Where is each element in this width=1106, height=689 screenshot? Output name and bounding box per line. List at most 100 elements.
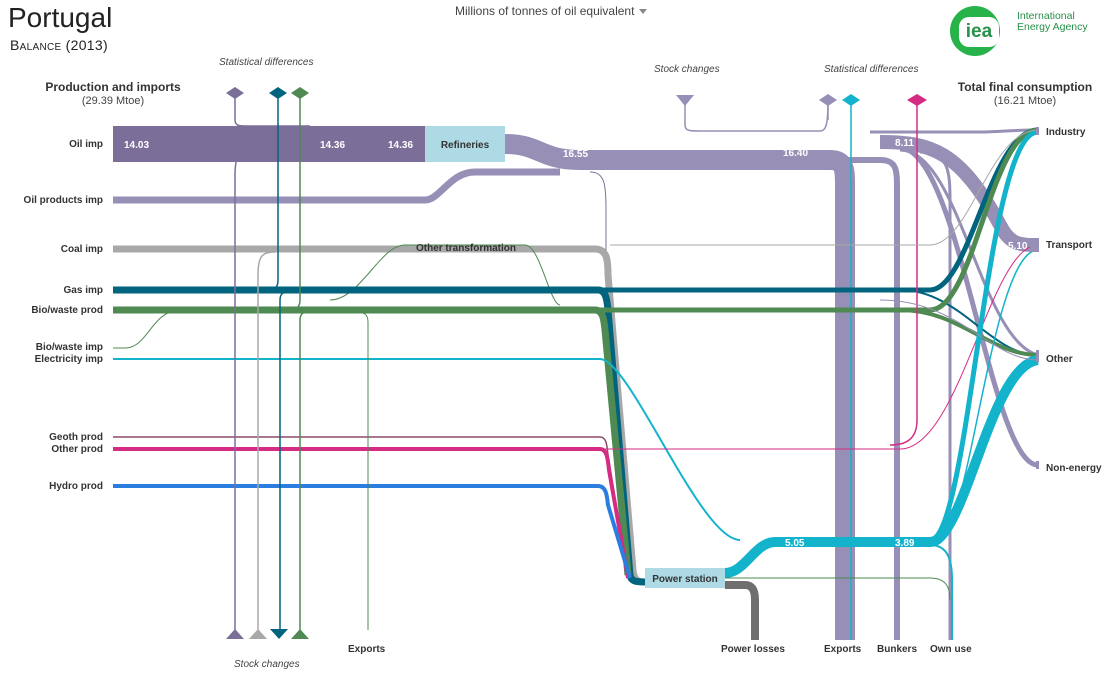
marker-stat-diff-oil[interactable] xyxy=(226,87,244,99)
value-to-bunkers: 8.11 xyxy=(895,138,914,149)
marker-stat-diff-gas[interactable] xyxy=(269,87,287,99)
marker-stock-oil-bottom[interactable] xyxy=(226,629,244,639)
value-oil-mid: 16.40 xyxy=(783,148,808,159)
value-elec-2: 3.89 xyxy=(895,538,915,549)
marker-stat-diff-right-oil[interactable] xyxy=(819,94,837,106)
marker-stock-coal-bottom[interactable] xyxy=(249,629,267,639)
sink-transport[interactable]: Transport xyxy=(1046,240,1093,251)
right-column-total: (16.21 Mtoe) xyxy=(993,95,1057,107)
source-bio-waste-prod[interactable]: Bio/waste prod xyxy=(31,305,103,316)
flow-other-prod-to-final[interactable] xyxy=(600,244,1039,450)
sink-bunkers[interactable]: Bunkers xyxy=(877,644,918,655)
source-bio-waste-imp[interactable]: Bio/waste imp xyxy=(35,342,103,353)
flow-gas-to-other[interactable] xyxy=(899,289,1039,356)
marker-stock-gas-bottom[interactable] xyxy=(270,629,288,639)
flow-bio-imp[interactable] xyxy=(113,311,171,349)
flow-other-transformation[interactable] xyxy=(329,244,561,306)
value-oil-imp-3: 14.36 xyxy=(388,140,413,151)
marker-stat-diff-right-elec[interactable] xyxy=(842,94,860,106)
sink-industry-bar[interactable] xyxy=(1036,127,1039,135)
logo-mark: iea xyxy=(959,17,999,47)
flow-power-to-exports[interactable] xyxy=(725,577,951,601)
flow-stock-oil-bottom[interactable] xyxy=(234,149,251,630)
flow-electricity-imp[interactable] xyxy=(113,358,741,541)
source-coal-imp[interactable]: Coal imp xyxy=(60,244,103,255)
page-subtitle: Balance (2013) xyxy=(10,37,108,53)
flow-bio-prod[interactable] xyxy=(113,306,632,576)
flow-thin-other[interactable] xyxy=(879,299,1039,361)
sink-exports-right[interactable]: Exports xyxy=(824,644,862,655)
flow-geoth-prod[interactable] xyxy=(113,436,629,579)
source-hydro-prod[interactable]: Hydro prod xyxy=(49,481,103,492)
flow-electricity-own-use[interactable] xyxy=(929,544,953,640)
flow-stock-gas-bottom[interactable] xyxy=(279,291,291,630)
flow-coal-to-industry[interactable] xyxy=(610,129,1039,246)
logo-name-line2: Energy Agency xyxy=(1017,21,1088,33)
marker-stat-diff-bio[interactable] xyxy=(291,87,309,99)
flow-refineries-out[interactable] xyxy=(504,134,855,640)
flow-oil-small-drop[interactable] xyxy=(589,171,607,250)
sink-other[interactable]: Other xyxy=(1046,354,1073,365)
iea-logo: iea International Energy Agency xyxy=(950,4,1100,56)
flow-stock-coal-bottom[interactable] xyxy=(257,251,276,630)
flow-hydro-prod[interactable] xyxy=(113,484,632,579)
left-column-title: Production and imports xyxy=(45,80,181,94)
sink-other-bar[interactable] xyxy=(1036,350,1039,362)
flow-electricity-to-transport[interactable] xyxy=(934,249,1039,546)
source-oil-imp[interactable]: Oil imp xyxy=(69,139,103,150)
source-gas-imp[interactable]: Gas imp xyxy=(63,285,103,296)
value-transport: 5.10 xyxy=(1008,241,1028,252)
source-electricity-imp[interactable]: Electricity imp xyxy=(34,354,103,365)
flow-exports-left[interactable] xyxy=(354,311,369,630)
node-refineries-label: Refineries xyxy=(441,140,490,151)
marker-stock-bio-bottom[interactable] xyxy=(291,629,309,639)
flow-oil-to-industry[interactable] xyxy=(870,128,1039,134)
flow-oil-to-bunkers[interactable] xyxy=(820,157,900,640)
annotation-stock-changes-top: Stock changes xyxy=(654,64,720,75)
flow-stock-bio-bottom[interactable] xyxy=(299,311,311,630)
node-power-station-label: Power station xyxy=(652,574,718,585)
flow-coal-imp[interactable] xyxy=(113,245,646,586)
flow-bio-to-other[interactable] xyxy=(899,308,1039,357)
left-column-total: (29.39 Mtoe) xyxy=(81,95,145,107)
node-power-station-box[interactable] xyxy=(645,568,725,588)
right-column-title: Total final consumption xyxy=(957,80,1093,94)
unit-selector-label: Millions of tonnes of oil equivalent xyxy=(455,4,635,18)
flow-stat-diff-oil-left[interactable] xyxy=(234,95,310,127)
value-oil-imp-1: 14.03 xyxy=(124,140,149,151)
marker-stock-top[interactable] xyxy=(676,95,694,106)
sink-industry[interactable]: Industry xyxy=(1046,127,1086,138)
flow-stat-bio[interactable] xyxy=(289,95,301,311)
flow-oil-products-imp[interactable] xyxy=(113,168,560,204)
source-oil-products-imp[interactable]: Oil products imp xyxy=(23,195,103,206)
flow-oil-own-use[interactable] xyxy=(919,150,952,640)
source-geoth-prod[interactable]: Geoth prod xyxy=(49,432,103,443)
sink-own-use[interactable]: Own use xyxy=(930,644,972,655)
value-oil-imp-2: 14.36 xyxy=(320,140,345,151)
value-refinery-out: 16.55 xyxy=(563,149,588,160)
annotation-stat-diff-left: Statistical differences xyxy=(219,57,314,68)
annotation-stat-diff-right: Statistical differences xyxy=(824,64,919,75)
flow-other-prod[interactable] xyxy=(113,447,630,579)
sink-power-losses[interactable]: Power losses xyxy=(721,644,785,655)
flow-bunkers-pink[interactable] xyxy=(889,105,918,446)
flow-electricity-main[interactable] xyxy=(724,355,1040,578)
node-refineries-box[interactable] xyxy=(425,126,505,162)
flow-oil-to-nonenergy[interactable] xyxy=(899,145,1039,468)
marker-bunkers-pink[interactable] xyxy=(907,94,927,106)
logo-name: International Energy Agency xyxy=(1017,11,1106,33)
logo-name-line1: International xyxy=(1017,10,1075,22)
flow-gas-imp[interactable] xyxy=(113,286,646,586)
flow-power-losses[interactable] xyxy=(725,581,759,640)
flow-electricity-to-industry[interactable] xyxy=(929,129,1039,543)
source-other-prod[interactable]: Other prod xyxy=(51,444,103,455)
flow-stat-gas[interactable] xyxy=(264,95,279,291)
sink-transport-bar[interactable] xyxy=(1030,238,1039,252)
sink-nonenergy-bar[interactable] xyxy=(1036,461,1039,469)
flow-bio-to-industry[interactable] xyxy=(600,127,1039,313)
flow-stock-oil[interactable] xyxy=(684,99,829,132)
sink-non-energy[interactable]: Non-energy xyxy=(1046,463,1102,474)
sink-exports-left[interactable]: Exports xyxy=(348,644,386,655)
unit-selector[interactable]: Millions of tonnes of oil equivalent xyxy=(455,4,648,18)
